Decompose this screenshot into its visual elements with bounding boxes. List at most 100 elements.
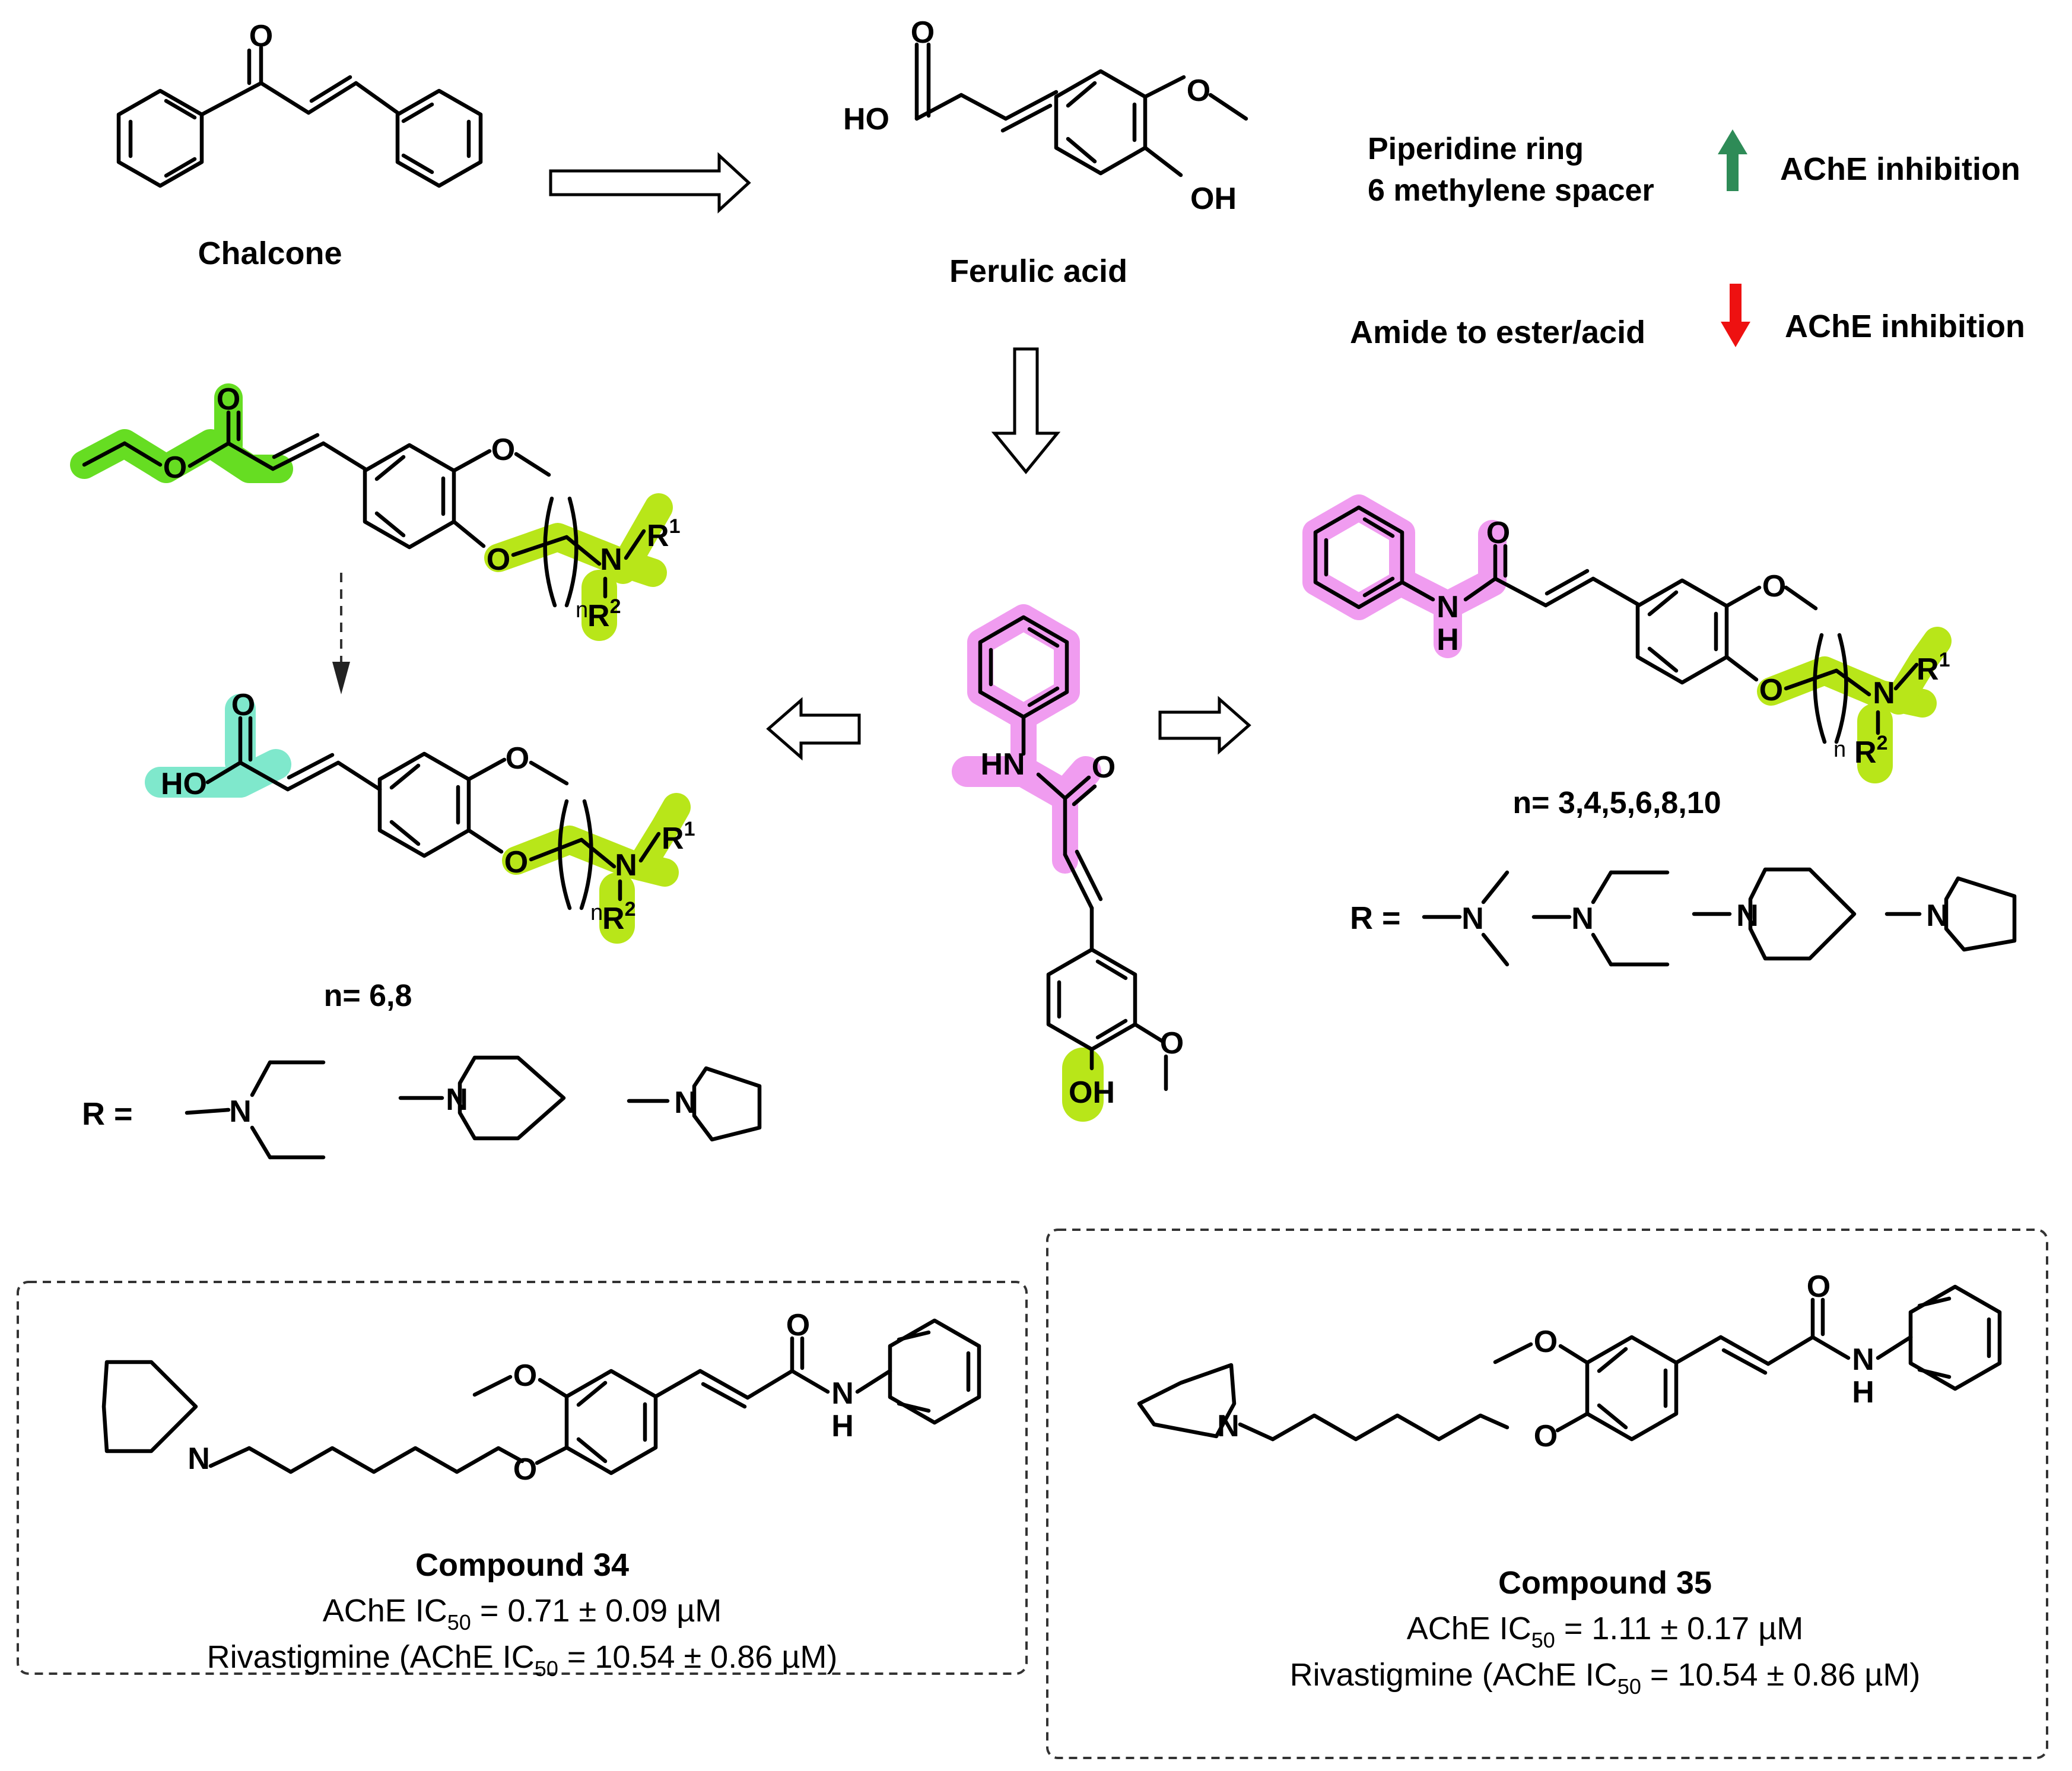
ester-o: O	[163, 450, 187, 485]
center-carbonyl-o: O	[1092, 750, 1116, 785]
cpd35-n: N	[1217, 1409, 1240, 1443]
cpd34-ether-o: O	[513, 1452, 537, 1487]
ester-derivative-structure: O O O O N n R1 R2	[82, 382, 680, 633]
cpd35-h: H	[1852, 1375, 1874, 1410]
acid-ether-o: O	[504, 845, 528, 880]
right-r-groups: R = N N N N	[1350, 867, 2017, 967]
right-n-values: n= 3,4,5,6,8,10	[1512, 786, 1721, 820]
chalcone-carbonyl-o: O	[249, 19, 273, 53]
pyrrolidine-n: N	[674, 1086, 697, 1120]
pyrrolidine-icon: N	[1884, 876, 2017, 952]
acid-n: N	[615, 848, 637, 883]
center-oh: OH	[1069, 1075, 1115, 1110]
sar-ache-up: AChE inhibition	[1780, 151, 2020, 187]
cpd35-ether-o: O	[1534, 1419, 1558, 1453]
left-n-values: n= 6,8	[324, 979, 412, 1013]
cpd35-carbonyl-o: O	[1807, 1269, 1831, 1304]
sar-piperidine: Piperidine ring	[1368, 132, 1584, 166]
acid-r1: R1	[662, 818, 695, 856]
chalcone-label: Chalcone	[198, 236, 342, 271]
compound-35-structure: N O O O N H	[1137, 1269, 2002, 1453]
piperidine-n-right: N	[1736, 899, 1759, 933]
piperidine-icon: N	[398, 1055, 566, 1141]
cpd34-methoxy-o: O	[513, 1359, 537, 1393]
piperidine-icon: N	[1692, 867, 1857, 961]
right-nh: N	[1437, 590, 1459, 624]
compound-35-ache: AChE IC50 = 1.11 ± 0.17 µM	[1407, 1611, 1804, 1652]
diethyl-n: N	[229, 1094, 252, 1129]
ester-r2: R2	[587, 595, 621, 633]
piperidine-n: N	[446, 1083, 468, 1117]
ferulic-acid-structure: O HO O OH Ferulic acid	[843, 15, 1248, 289]
amide-derivative-structure: O N H O O N n R1 R2	[1313, 505, 1950, 770]
dimethylamine-icon: N	[1422, 870, 1509, 967]
ester-r1: R1	[647, 515, 680, 553]
right-ether-o: O	[1759, 673, 1783, 707]
left-r-groups: R = N N N	[82, 1055, 762, 1160]
right-r2: R2	[1854, 732, 1887, 770]
right-r-label: R =	[1350, 900, 1401, 936]
hollow-arrow-icon	[549, 152, 751, 214]
right-r1: R1	[1917, 649, 1950, 687]
hollow-arrow-right-icon	[1158, 696, 1251, 755]
acid-ho: HO	[161, 767, 207, 801]
amine-highlight-left-bottom	[502, 793, 691, 944]
compound-35-title: Compound 35	[1498, 1565, 1712, 1601]
ester-carbonyl-o: O	[217, 382, 240, 417]
right-n: N	[1873, 676, 1895, 710]
sar-ache-down: AChE inhibition	[1785, 309, 2025, 344]
cpd35-methoxy-o: O	[1534, 1325, 1558, 1359]
right-n-subscript: n	[1833, 737, 1846, 762]
compound-34-card: N O O O N H Compound 34 AChE IC50 = 0.71…	[17, 1281, 1028, 1681]
ferulic-label: Ferulic acid	[949, 253, 1127, 289]
ester-n: N	[600, 542, 622, 577]
cpd34-n: N	[188, 1442, 210, 1476]
compound-34-rivastigmine: Rivastigmine (AChE IC50 = 10.54 ± 0.86 µ…	[207, 1639, 838, 1681]
ester-methoxy-o: O	[491, 433, 515, 467]
compound-34-ache: AChE IC50 = 0.71 ± 0.09 µM	[323, 1593, 722, 1634]
diethylamine-icon: N	[1531, 870, 1670, 967]
acid-carbonyl-o: O	[231, 688, 255, 722]
cpd34-carbonyl-o: O	[786, 1308, 810, 1342]
feruloyl-anilide-structure: HN O O OH	[978, 615, 1184, 1110]
up-arrow-icon	[1718, 129, 1747, 191]
down-arrow-icon	[1721, 284, 1750, 347]
right-methoxy-o: O	[1762, 569, 1786, 604]
dimethyl-n: N	[1461, 902, 1484, 936]
compound-34-structure: N O O O N H	[101, 1308, 981, 1487]
diethyl-n-right: N	[1571, 902, 1594, 936]
ferulic-carbonyl-o: O	[911, 15, 935, 50]
ferulic-ho: HO	[843, 102, 889, 137]
ferulic-methoxy-o: O	[1187, 74, 1210, 108]
compound-35-rivastigmine: Rivastigmine (AChE IC50 = 10.54 ± 0.86 µ…	[1290, 1657, 1921, 1699]
acid-n-subscript: n	[590, 900, 603, 925]
compound-35-card: N O O O N H Compound 35 AChE IC50 = 1.11…	[1046, 1229, 2048, 1759]
cpd34-h: H	[831, 1409, 854, 1443]
chalcone-structure: O Chalcone	[116, 19, 483, 271]
acid-r2: R2	[602, 898, 635, 936]
ester-ether-o: O	[487, 542, 510, 577]
center-methoxy-o: O	[1160, 1026, 1184, 1061]
hollow-arrow-down-icon	[991, 347, 1061, 474]
compound-34-title: Compound 34	[415, 1547, 629, 1583]
ferulic-oh: OH	[1190, 182, 1237, 216]
dashed-arrow-icon	[332, 573, 350, 694]
hollow-arrow-left-icon	[766, 697, 861, 761]
acid-derivative-structure: O HO O O N n R1 R2	[161, 688, 695, 936]
left-r-label: R =	[82, 1096, 133, 1132]
right-carbonyl-o: O	[1486, 516, 1510, 550]
pyrrolidine-icon: N	[627, 1066, 762, 1142]
sar-notes: Piperidine ring 6 methylene spacer AChE …	[1350, 129, 2025, 350]
center-hn: HN	[980, 747, 1025, 782]
ester-n-subscript: n	[576, 598, 588, 623]
pyrrolidine-n-right: N	[1926, 899, 1949, 933]
cpd35-n-amide: N	[1852, 1342, 1874, 1377]
acid-methoxy-o: O	[506, 741, 529, 776]
amine-highlight-left-top	[484, 493, 673, 641]
cpd34-n-amide: N	[831, 1376, 854, 1411]
sar-spacer: 6 methylene spacer	[1368, 173, 1654, 208]
sar-amide-ester: Amide to ester/acid	[1350, 315, 1645, 350]
diethylamine-icon: N	[185, 1060, 326, 1160]
